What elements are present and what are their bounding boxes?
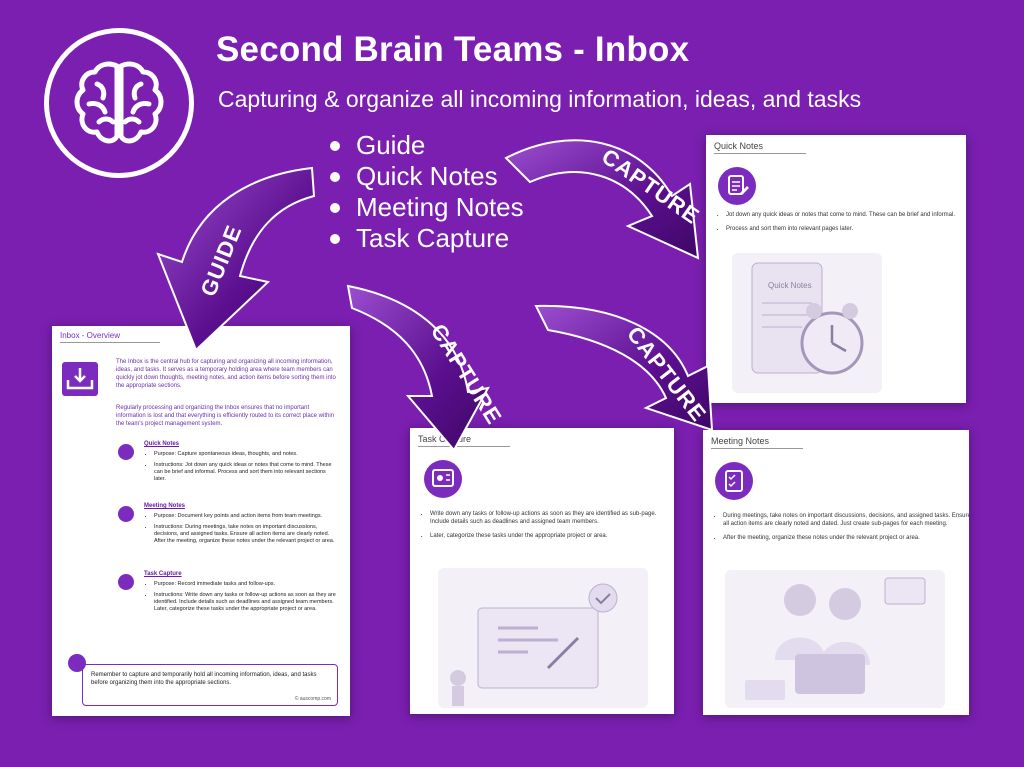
- section-title: Task Capture: [144, 571, 182, 577]
- section-title: Meeting Notes: [144, 503, 186, 509]
- section-purpose: Purpose: Capture spontaneous ideas, thou…: [154, 451, 339, 458]
- task-capture-card: Task Capture Write down any tasks or fol…: [410, 428, 674, 714]
- section-purpose: Purpose: Document key points and action …: [154, 513, 339, 520]
- feature-label: Task Capture: [356, 223, 510, 253]
- feature-label: Quick Notes: [356, 161, 498, 191]
- page-subtitle: Capturing & organize all incoming inform…: [218, 86, 862, 112]
- meeting-clipboard-icon: [715, 462, 753, 500]
- capture-arrow-right: [534, 304, 714, 432]
- guide-arrow: [156, 166, 316, 352]
- brain-icon: [74, 61, 164, 144]
- meeting-people-illustration: [725, 570, 945, 708]
- quick-notes-icon: [118, 444, 134, 460]
- section-instructions: Instructions: Jot down any quick ideas o…: [154, 462, 339, 483]
- task-board-illustration: [438, 568, 648, 708]
- feature-item: Meeting Notes: [330, 192, 524, 223]
- section-instructions: Instructions: During meetings, take note…: [154, 524, 339, 545]
- brain-logo: [44, 28, 194, 178]
- meeting-notes-icon: [118, 506, 134, 522]
- copyright: © auscomp.com: [294, 696, 331, 702]
- list-item: Jot down any quick ideas or notes that c…: [726, 211, 966, 219]
- list-item: After the meeting, organize these notes …: [723, 534, 969, 542]
- pin-icon: [68, 654, 86, 672]
- overview-intro: The Inbox is the central hub for capturi…: [116, 359, 336, 389]
- section-title: Quick Notes: [144, 441, 180, 447]
- feature-item: Guide: [330, 130, 524, 161]
- card-heading: Inbox - Overview: [60, 331, 160, 343]
- task-capture-list: Write down any tasks or follow-up action…: [420, 510, 674, 546]
- card-heading: Meeting Notes: [711, 436, 803, 449]
- list-item: Write down any tasks or follow-up action…: [430, 510, 674, 526]
- feature-list: Guide Quick Notes Meeting Notes Task Cap…: [330, 130, 524, 254]
- reminder-note: Remember to capture and temporarily hold…: [82, 664, 338, 706]
- bullet-dot-icon: [330, 233, 340, 244]
- capture-arrow-top: [504, 139, 700, 260]
- quick-notes-list: Jot down any quick ideas or notes that c…: [716, 211, 966, 239]
- page-title: Second Brain Teams - Inbox: [216, 30, 690, 69]
- meeting-notes-list: During meetings, take notes on important…: [713, 512, 969, 548]
- bullet-dot-icon: [330, 171, 340, 182]
- alarm-clock-notepad-illustration: Quick Notes: [732, 253, 882, 393]
- bullet-dot-icon: [330, 202, 340, 213]
- list-item: During meetings, take notes on important…: [723, 512, 969, 528]
- overview-section-task-capture: Task Capture Purpose: Record immediate t…: [144, 571, 339, 617]
- clipboard-pen-icon: [718, 167, 756, 205]
- card-heading: Quick Notes: [714, 141, 806, 154]
- meeting-notes-card: Meeting Notes During meetings, take note…: [703, 430, 969, 715]
- feature-item: Quick Notes: [330, 161, 524, 192]
- task-board-icon: [424, 460, 462, 498]
- inbox-overview-card: Inbox - Overview The Inbox is the centra…: [52, 326, 350, 716]
- feature-label: Meeting Notes: [356, 192, 524, 222]
- overview-section-meeting-notes: Meeting Notes Purpose: Document key poin…: [144, 503, 339, 549]
- list-item: Later, categorize these tasks under the …: [430, 532, 674, 540]
- task-capture-icon: [118, 574, 134, 590]
- overview-section-quick-notes: Quick Notes Purpose: Capture spontaneous…: [144, 441, 339, 487]
- list-item: Process and sort them into relevant page…: [726, 225, 966, 233]
- section-purpose: Purpose: Record immediate tasks and foll…: [154, 581, 339, 588]
- capture-arrow-middle: [346, 284, 490, 452]
- inbox-tray-icon: [62, 362, 98, 396]
- feature-item: Task Capture: [330, 223, 524, 254]
- section-instructions: Instructions: Write down any tasks or fo…: [154, 592, 339, 613]
- feature-label: Guide: [356, 130, 426, 160]
- reminder-text: Remember to capture and temporarily hold…: [91, 672, 317, 686]
- overview-intro-2: Regularly processing and organizing the …: [116, 405, 334, 427]
- bullet-dot-icon: [330, 140, 340, 151]
- quick-notes-card: Quick Notes Jot down any quick ideas or …: [706, 135, 966, 403]
- illustration-label: Quick Notes: [768, 281, 812, 290]
